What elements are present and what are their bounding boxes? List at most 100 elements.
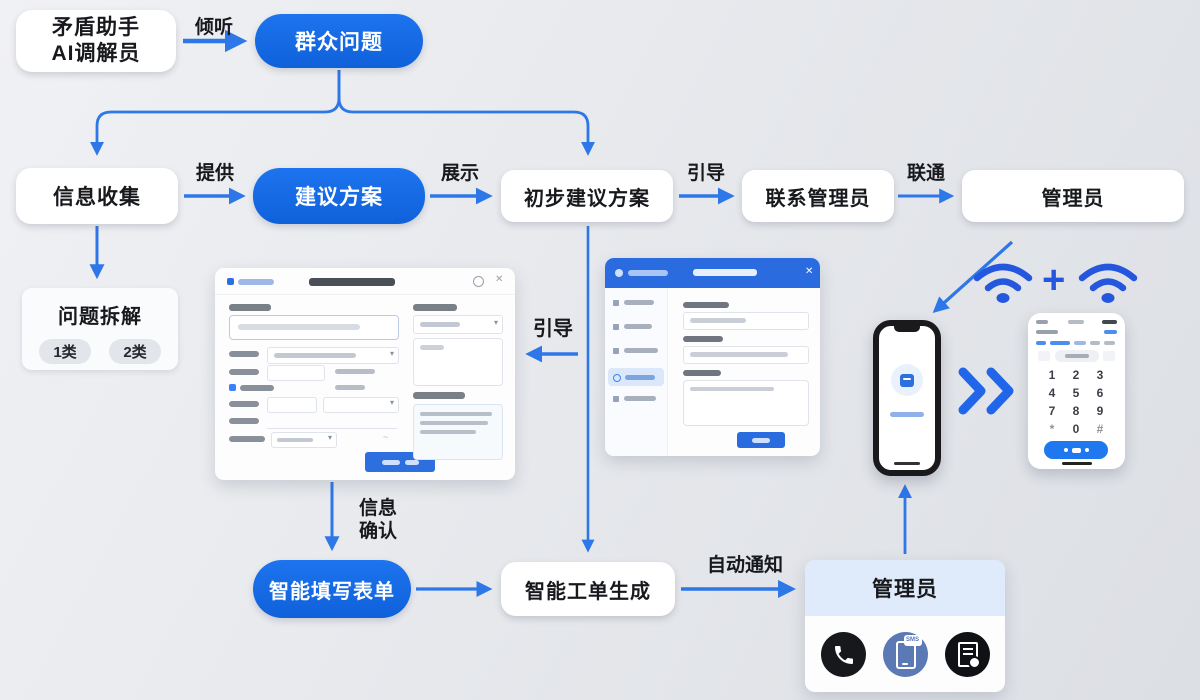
chevron-down-icon: ▾ — [389, 398, 394, 407]
form-label — [413, 304, 457, 311]
form-title — [309, 278, 395, 286]
form-select: ▾ — [413, 315, 503, 334]
menu-icon — [613, 396, 619, 402]
textarea-text — [420, 421, 488, 425]
sidebar-item — [624, 324, 652, 329]
dialer-side-button — [1103, 351, 1115, 361]
dialer-phone-mockup: 1 2 3 4 5 6 7 8 9 * 0 # — [1028, 313, 1125, 469]
search-icon — [473, 276, 484, 287]
button-text — [404, 459, 419, 465]
app-name-text — [890, 412, 924, 417]
node-smart-form: 智能填写表单 — [253, 560, 411, 618]
dialer-key-2: 2 — [1072, 368, 1080, 382]
form-select-value — [274, 353, 356, 358]
form-label — [229, 351, 259, 357]
chevron-down-icon: ▾ — [389, 349, 394, 358]
node-smart-ticket: 智能工单生成 — [501, 562, 675, 616]
node-suggestion: 建议方案 — [253, 168, 425, 224]
sms-badge: SMS — [903, 634, 922, 646]
dialer-key-0: 0 — [1072, 422, 1080, 436]
tag-type1: 1类 — [39, 339, 91, 364]
panel-logo-icon — [615, 269, 623, 277]
dialer-header-link — [1104, 330, 1117, 334]
form-label — [229, 418, 259, 424]
arrow-admin-to-phone — [932, 240, 1014, 313]
form-select: ▾ — [323, 397, 399, 413]
textarea-text — [420, 430, 476, 434]
chevron-down-icon: ▾ — [327, 433, 332, 442]
panel-input — [683, 346, 809, 364]
actor-line1: 矛盾助手 — [52, 16, 140, 39]
panel-label — [683, 302, 729, 308]
button-text — [381, 459, 400, 465]
dialer-tab — [1036, 341, 1046, 345]
dialer-key-star: * — [1049, 422, 1055, 436]
edge-label-connect: 联通 — [906, 163, 945, 184]
panel-textarea — [683, 380, 809, 426]
edge-label-guide2: 引导 — [533, 318, 573, 340]
dialer-tab — [1090, 341, 1100, 345]
node-preliminary: 初步建议方案 — [501, 170, 673, 222]
sidebar-item — [624, 396, 656, 401]
form-input-line — [267, 414, 397, 429]
form-label — [229, 304, 271, 311]
form-input — [267, 397, 317, 413]
edge-label-listen: 倾听 — [194, 17, 233, 38]
arrow-split-left — [90, 70, 341, 156]
form-header-divider — [215, 294, 515, 295]
confirm-line2: 确认 — [358, 521, 397, 542]
wifi-icon — [973, 263, 1033, 303]
close-icon: ✕ — [495, 274, 504, 285]
phone-notch — [894, 325, 920, 332]
textarea-text — [420, 412, 492, 416]
panel-title — [693, 269, 757, 276]
dialer-key-1: 1 — [1048, 368, 1056, 382]
plus-icon: + — [1042, 258, 1066, 302]
button-text — [752, 437, 770, 443]
form-logo-text — [238, 279, 274, 285]
form-placeholder — [238, 324, 360, 330]
panel-logo-text — [628, 270, 668, 276]
form-logo-icon — [227, 278, 234, 285]
home-indicator — [894, 462, 920, 465]
status-bar-time — [1036, 320, 1048, 324]
admin-panel-screenshot: ✕ — [605, 258, 820, 456]
panel-submit-button — [737, 432, 785, 448]
node-ai-mediator: 矛盾助手 AI调解员 — [16, 10, 176, 72]
node-crowd-problem: 群众问题 — [255, 14, 423, 68]
tag-type2: 2类 — [109, 339, 161, 364]
sidebar-item — [624, 300, 654, 305]
home-indicator — [1061, 462, 1092, 465]
dialer-side-button — [1038, 351, 1050, 361]
sidebar-item-label — [625, 375, 655, 380]
form-textarea — [413, 404, 503, 460]
close-icon: ✕ — [805, 266, 814, 277]
gear-icon — [967, 656, 981, 669]
textarea-placeholder — [420, 345, 444, 350]
form-label — [413, 392, 465, 399]
dialer-tab — [1074, 341, 1086, 345]
call-button — [1044, 441, 1108, 459]
form-big-input — [229, 315, 399, 340]
panel-placeholder — [690, 352, 788, 357]
textarea-placeholder — [690, 387, 774, 391]
panel-label — [683, 370, 721, 376]
dialer-key-6: 6 — [1096, 386, 1104, 400]
form-screenshot: ✕ ▾ ▾ ▾ ~ — [215, 268, 515, 480]
phone-call-icon — [821, 632, 866, 677]
node-info-collect: 信息收集 — [16, 168, 178, 224]
dialer-key-4: 4 — [1048, 386, 1056, 400]
edge-label-guide1: 引导 — [686, 163, 725, 184]
panel-input — [683, 312, 809, 330]
confirm-line1: 信息 — [358, 498, 397, 519]
menu-icon — [613, 348, 619, 354]
app-logo-icon — [891, 364, 923, 396]
wifi-icon — [1078, 263, 1138, 303]
form-label — [229, 401, 259, 407]
form-textarea — [413, 338, 503, 386]
menu-icon — [613, 300, 619, 306]
sidebar-item-active — [608, 368, 664, 386]
phone-app-mockup — [873, 320, 941, 476]
admin-contact-card: 管理员 SMS — [805, 560, 1005, 692]
